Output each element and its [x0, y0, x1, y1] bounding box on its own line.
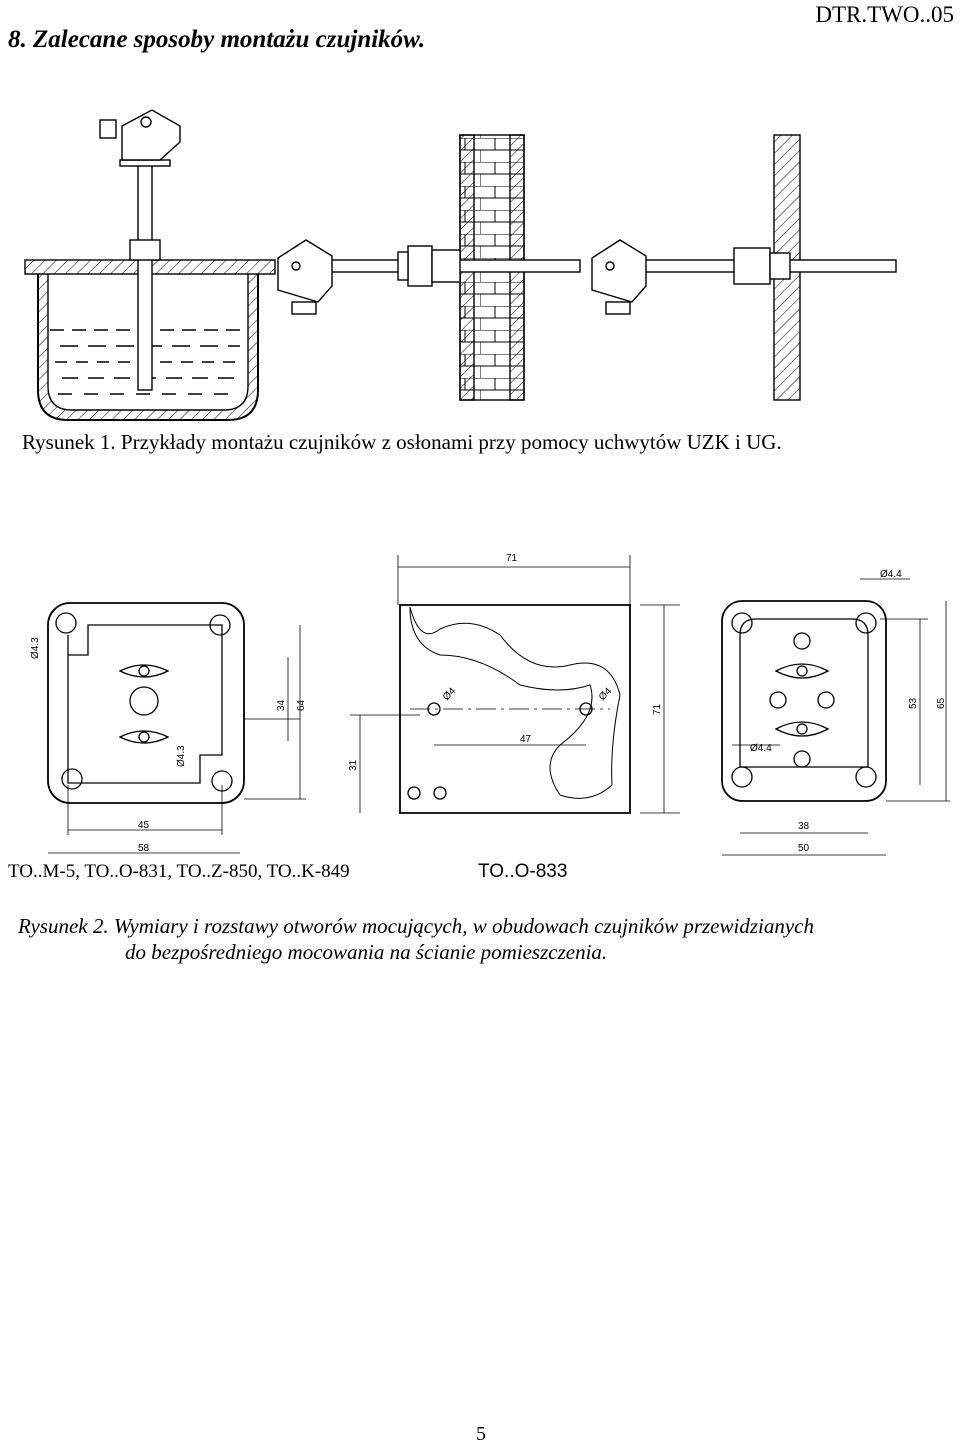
figure-2-dimension-drawing: Ø4.3 Ø4.3 34 64 45 58 71 71 31 47 Ø4 Ø4	[30, 553, 950, 856]
figure-1-caption: Rysunek 1. Przykłady montażu czujników z…	[22, 430, 782, 454]
dim-right-width-2: 50	[798, 843, 810, 854]
figure-2-caption-line-1: Rysunek 2. Wymiary i rozstawy otworów mo…	[18, 914, 814, 938]
dim-right-width-1: 38	[798, 821, 810, 832]
dim-left-width-2: 58	[138, 843, 150, 854]
figure-1-mounting-drawing	[24, 109, 897, 421]
dim-middle-hole-height: 31	[348, 759, 359, 771]
brick-wall-mounting-example	[277, 134, 581, 401]
dim-left-width-1: 45	[138, 820, 150, 831]
tank-mounting-example	[24, 109, 276, 421]
page-number: 5	[476, 1423, 486, 1445]
dim-right-diameter-1: Ø4.4	[880, 569, 902, 580]
dim-middle-hole-spacing: 47	[520, 734, 532, 745]
figure-2-caption-line-2: do bezpośredniego mocowania na ścianie p…	[125, 940, 608, 964]
dim-left-height-2: 64	[296, 699, 307, 711]
document-id: DTR.TWO..05	[815, 2, 954, 27]
dim-middle-right-height: 71	[652, 703, 663, 715]
housing-middle-drawing	[350, 555, 680, 814]
dim-left-height-1: 34	[276, 699, 287, 711]
housing-right-drawing	[721, 578, 950, 856]
figure-2-caption: Rysunek 2. Wymiary i rozstawy otworów mo…	[18, 913, 814, 965]
housing-left-label: TO..M-5, TO..O-831, TO..Z-850, TO..K-849	[8, 861, 350, 882]
dim-middle-diameter-2: Ø4	[597, 685, 615, 703]
dim-right-height-1: 53	[908, 697, 919, 709]
section-heading: 8. Zalecane sposoby montażu czujników.	[8, 26, 426, 53]
dim-left-diameter-1: Ø4.3	[30, 637, 41, 659]
dim-right-diameter-2: Ø4.4	[750, 743, 772, 754]
dim-right-height-2: 65	[936, 697, 947, 709]
dim-left-diameter-2: Ø4.3	[176, 745, 187, 767]
dim-middle-top-width: 71	[506, 553, 518, 564]
housing-left-drawing	[47, 602, 306, 854]
housing-middle-label: TO..O-833	[478, 861, 568, 882]
dim-middle-diameter-1: Ø4	[441, 685, 459, 703]
plain-wall-mounting-example	[591, 134, 897, 401]
